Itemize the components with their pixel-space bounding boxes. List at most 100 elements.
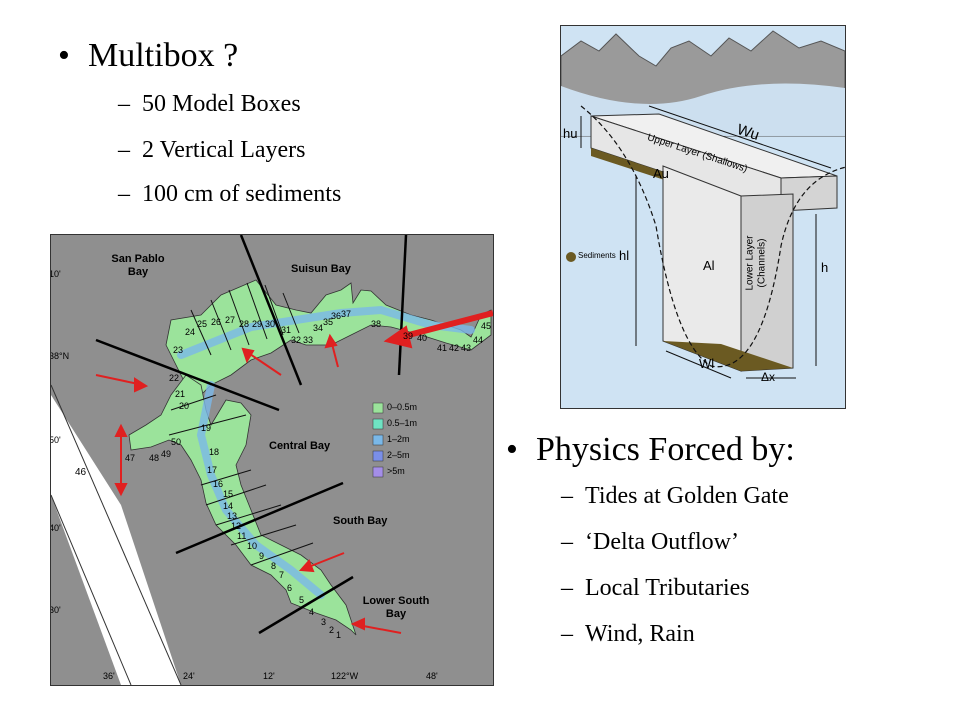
bay-map-svg [51,235,493,685]
box-number: 39 [403,331,414,341]
box-number: 8 [271,561,277,571]
box-number: 26 [211,317,222,327]
box-number: 33 [303,335,314,345]
box-number: 10 [247,541,258,551]
box-number: 14 [223,501,234,511]
legend-label: >5m [387,466,405,476]
bullet-physics-text: Physics Forced by: [536,431,795,468]
multibox-diagram: hu Wu Upper Layer (Shallows) Au Sediment… [560,25,846,409]
sub-item-wind-rain: –Wind, Rain [561,621,695,647]
lat-label: 10' [50,269,61,279]
lon-label: 48' [426,671,438,681]
box-number: 24 [185,327,196,337]
box-number: 32 [291,335,302,345]
forcing-arrows [95,310,493,634]
box-number: 2 [329,625,335,635]
box-number: 3 [321,617,327,627]
lower-box-front [662,165,742,372]
label-hl: hl [619,248,630,263]
lat-label: 38°N [50,351,70,361]
lon-label: 36' [103,671,115,681]
bullet-dot: • [506,431,518,468]
region-boundaries [95,235,408,635]
label-hu: hu [563,126,578,141]
sub-item-tides: –Tides at Golden Gate [561,483,789,509]
box-number: 28 [239,319,250,329]
box-number: 31 [281,325,292,335]
label-suisun-bay: Suisun Bay [291,263,351,275]
label-south-bay: South Bay [333,515,388,527]
label-lower-layer: Lower Layer (Channels) [744,235,768,291]
box-number: 7 [279,570,285,580]
lon-label: 24' [183,671,195,681]
bullet-multibox-text: Multibox ? [88,37,239,74]
box-number: 12 [231,521,242,531]
box-number: 48 [149,453,160,463]
box-number: 21 [175,389,186,399]
bullet-dot: • [58,37,70,74]
box-number: 1 [336,630,342,640]
box-number: 15 [223,489,234,499]
label-central-bay: Central Bay [269,440,331,452]
lon-label: 12' [263,671,275,681]
box-number: 22 [169,373,180,383]
legend-label: 2–5m [387,450,410,460]
legend-label: 0.5–1m [387,418,418,428]
box-number: 11 [237,531,247,541]
box-number: 44 [473,335,484,345]
box-number: 13 [227,511,238,521]
box-number: 38 [371,319,382,329]
box-number: 17 [207,465,218,475]
box-number: 42 [449,343,460,353]
label-sediments: Sediments [578,251,616,260]
sub-item-delta-outflow: –‘Delta Outflow’ [561,529,739,555]
legend-label: 0–0.5m [387,402,418,412]
lat-label: 30' [50,605,61,615]
box-number: 50 [171,437,182,447]
box-number: 47 [125,453,136,463]
lat-label: 40' [50,523,61,533]
sub-item-sediments: –100 cm of sediments [118,181,342,207]
box-number: 46 [75,467,87,478]
box-number: 41 [437,343,448,353]
box-number: 29 [252,319,263,329]
box-number: 49 [161,449,172,459]
label-wl: Wl [699,356,715,371]
box-number: 43 [461,343,472,353]
box-number: 18 [209,447,220,457]
label-dx: Δx [761,370,776,384]
label-al: Al [703,258,715,273]
box-number: 34 [313,323,324,333]
box-number: 20 [179,401,190,411]
depth-legend [372,402,384,478]
lower-sediment [663,341,793,371]
box-number: 37 [341,309,352,319]
box-number: 25 [197,319,208,329]
box-number: 19 [201,423,212,433]
bullet-physics: • Physics Forced by: [506,430,795,470]
label-san-pablo-bay: San Pablo Bay [111,253,165,278]
sediment-dot-icon [566,252,576,262]
dimension-lines [580,105,832,379]
box-number: 27 [225,315,236,325]
box-number: 45 [481,321,492,331]
box-number: 4 [309,607,315,617]
bay-map: San Pablo Bay Suisun Bay Central Bay Sou… [50,234,494,686]
sub-item-model-boxes: –50 Model Boxes [118,91,301,117]
box-number: 35 [323,317,334,327]
box-number: 5 [299,595,305,605]
box-number: 36 [331,311,342,321]
lon-label: 122°W [331,671,359,681]
legend-label: 1–2m [387,434,410,444]
bullet-multibox: • Multibox ? [58,36,238,76]
box-number: 23 [173,345,184,355]
box-number: 6 [287,583,293,593]
lat-label: 50' [50,435,61,445]
south-bay-water [128,374,357,636]
box-number: 40 [417,333,428,343]
label-h: h [821,260,829,275]
sub-item-vertical-layers: –2 Vertical Layers [118,137,306,163]
box-dividers [168,282,314,566]
label-lower-south-bay: Lower South Bay [362,595,430,620]
ocean-area [51,395,181,685]
